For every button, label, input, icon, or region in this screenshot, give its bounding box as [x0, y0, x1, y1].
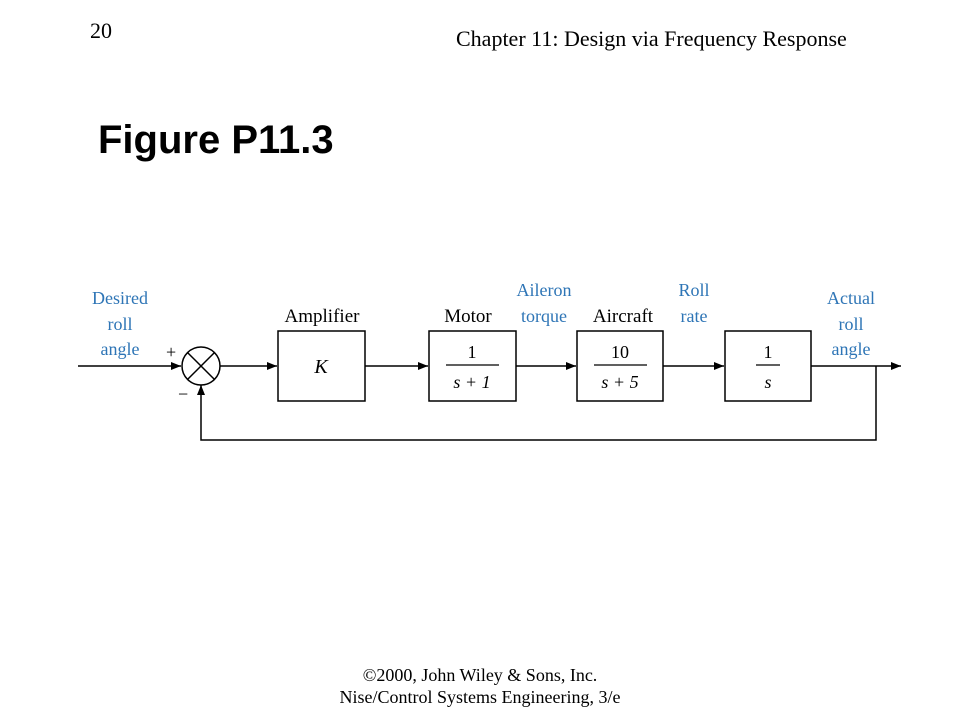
motor-block [428, 330, 517, 402]
aircraft-title: Aircraft [593, 306, 654, 327]
amplifier-gain: K [313, 356, 329, 378]
input-label-line-2: roll [108, 314, 133, 334]
output-label: Actual roll angle [827, 288, 875, 359]
chapter-title: Chapter 11: Design via Frequency Respons… [456, 26, 847, 51]
footer-copyright: ©2000, John Wiley & Sons, Inc. [362, 665, 598, 685]
aileron-label-line-1: Aileron [517, 280, 572, 300]
input-label-line-3: angle [101, 339, 140, 359]
plus-sign: + [166, 342, 176, 362]
page-number: 20 [90, 18, 112, 43]
motor-denominator: s + 1 [453, 372, 490, 392]
output-label-line-3: angle [832, 339, 871, 359]
aileron-label-line-2: torque [521, 306, 567, 326]
roll-rate-label: Roll rate [678, 280, 709, 326]
motor-numerator: 1 [468, 342, 477, 362]
aircraft-block [576, 330, 664, 402]
output-label-line-1: Actual [827, 288, 875, 308]
input-label-line-1: Desired [92, 288, 148, 308]
roll-rate-label-line-1: Roll [678, 280, 709, 300]
minus-sign: − [178, 384, 188, 404]
aircraft-denominator: s + 5 [601, 372, 638, 392]
figure-title: Figure P11.3 [98, 118, 334, 162]
roll-rate-label-line-2: rate [681, 306, 708, 326]
integrator-numerator: 1 [764, 342, 773, 362]
motor-title: Motor [444, 306, 492, 327]
aircraft-numerator: 10 [611, 342, 629, 362]
aileron-torque-label: Aileron torque [517, 280, 572, 326]
amplifier-title: Amplifier [285, 306, 361, 327]
footer-source: Nise/Control Systems Engineering, 3/e [339, 687, 621, 707]
output-label-line-2: roll [839, 314, 864, 334]
summing-junction [181, 346, 221, 386]
integrator-block [724, 330, 812, 402]
integrator-denominator: s [764, 372, 771, 392]
input-label: Desired roll angle [92, 288, 148, 359]
feedback-path [197, 366, 877, 441]
